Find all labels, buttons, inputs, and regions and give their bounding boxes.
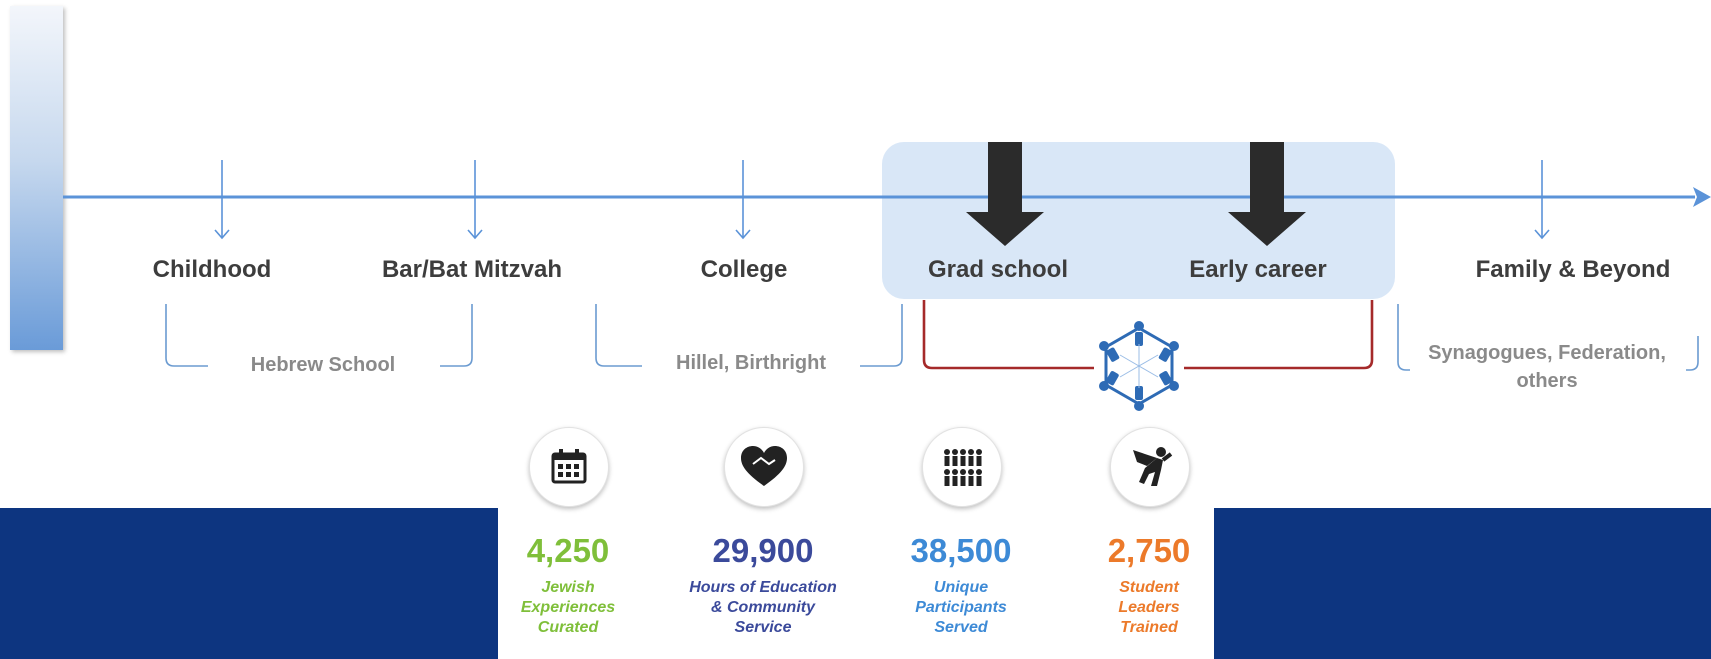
stat-caption-hours: Hours of Education & Community Service [678, 578, 848, 638]
bracket-hebrew-school [165, 304, 473, 367]
stage-label-early-career: Early career [1189, 256, 1327, 283]
stat-caption-line: Trained [1120, 619, 1178, 636]
stat-caption-leaders: Student Leaders Trained [1064, 578, 1234, 638]
bracket-label-hillel: Hillel, Birthright [676, 352, 826, 374]
stat-caption-line: Participants [915, 599, 1007, 616]
stat-caption-experiences: Jewish Experiences Curated [483, 578, 653, 638]
stat-caption-line: & Community [711, 599, 815, 616]
bracket-red [922, 300, 1374, 370]
highlight-box [882, 142, 1395, 299]
stage-label-childhood: Childhood [152, 256, 272, 283]
heart-handshake-icon [724, 427, 804, 507]
thin-arrow-mitzvah [467, 160, 483, 240]
calendar-icon [529, 427, 609, 507]
stage-label-college: College [700, 256, 788, 283]
stat-caption-line: Experiences [520, 599, 616, 616]
stat-caption-participants: Unique Participants Served [876, 578, 1046, 638]
stats-panel [498, 470, 1214, 659]
stat-caption-line: Student [1119, 579, 1179, 596]
bracket-label-family-line2: others [1516, 370, 1578, 392]
timeline-arrowhead [1693, 187, 1711, 207]
thin-arrow-college [735, 160, 751, 240]
stat-caption-line: Leaders [1118, 599, 1180, 616]
stat-caption-line: Hours of Education [689, 579, 837, 596]
stat-value-participants: 38,500 [910, 532, 1012, 569]
stat-caption-line: Curated [537, 619, 599, 636]
stat-value-leaders: 2,750 [1107, 532, 1191, 569]
stage-label-family: Family & Beyond [1475, 256, 1671, 283]
hexagon-people-icon [1095, 321, 1183, 411]
stat-caption-line: Unique [933, 579, 989, 596]
stat-value-hours: 29,900 [712, 532, 814, 569]
left-gradient-bar [10, 6, 63, 350]
thin-arrow-family [1534, 160, 1550, 240]
bracket-label-family-line1: Synagogues, Federation, [1428, 342, 1666, 364]
bracket-family [1397, 304, 1699, 371]
bracket-hillel [595, 304, 903, 367]
thick-arrow-grad-school [966, 142, 1044, 246]
stat-value-experiences: 4,250 [526, 532, 610, 569]
stat-caption-line: Served [934, 619, 988, 636]
stage-label-grad-school: Grad school [927, 256, 1069, 283]
thick-arrow-early-career [1228, 142, 1306, 246]
people-icon [922, 427, 1002, 507]
stage-label-mitzvah: Bar/Bat Mitzvah [381, 256, 563, 283]
stat-caption-line: Service [734, 619, 792, 636]
superhero-icon [1110, 427, 1190, 507]
bracket-label-hebrew-school: Hebrew School [250, 354, 396, 376]
thin-arrow-childhood [214, 160, 230, 240]
stat-caption-line: Jewish [541, 579, 595, 596]
